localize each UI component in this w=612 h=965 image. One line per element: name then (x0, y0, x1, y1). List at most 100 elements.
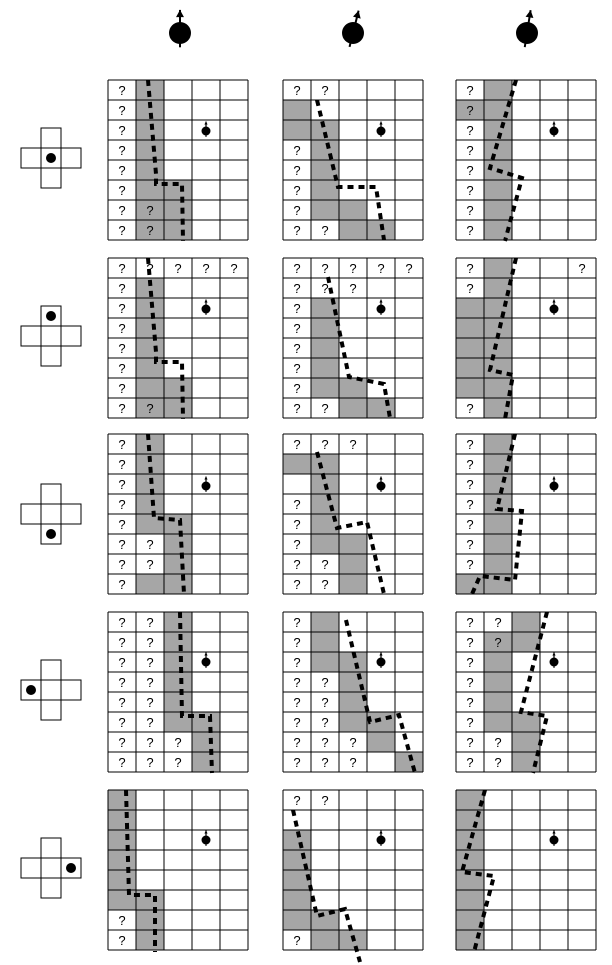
unknown-cell-mark: ? (146, 537, 153, 552)
occupied-cell (136, 120, 164, 140)
unknown-cell-mark: ? (174, 261, 181, 276)
estimated-wall-boundary (146, 79, 185, 242)
occupied-cell (311, 612, 339, 632)
occupied-cell (484, 220, 512, 240)
unknown-cell-mark: ? (293, 381, 300, 396)
unknown-cell-mark: ? (293, 655, 300, 670)
unknown-cell-mark: ? (466, 163, 473, 178)
unknown-cell-mark: ? (349, 735, 356, 750)
occupied-cell (136, 318, 164, 338)
occupied-cell (339, 378, 367, 398)
occupied-cell (484, 434, 512, 454)
occupied-cell (108, 870, 136, 890)
occupied-cell (484, 554, 512, 574)
unknown-cell-mark: ? (293, 401, 300, 416)
unknown-cell-mark: ? (466, 281, 473, 296)
occupied-cell (311, 930, 339, 950)
sensor-dot-icon (46, 311, 56, 321)
occupied-cell (108, 850, 136, 870)
occupied-cell (512, 612, 540, 632)
occupied-cell (484, 514, 512, 534)
unknown-cell-mark: ? (118, 361, 125, 376)
occupied-cell (339, 398, 367, 418)
map-panel-r4-c1: ?????????????????? (107, 611, 249, 774)
robot-position-icon (376, 121, 386, 137)
map-panel-r3-c2: ?????????? (282, 433, 424, 595)
occupied-cell (164, 612, 192, 632)
robot-heading-marker-2 (342, 10, 364, 48)
unknown-cell-mark: ? (118, 321, 125, 336)
occupied-cell (311, 318, 339, 338)
unknown-cell-mark: ? (118, 341, 125, 356)
robot-position-icon (376, 299, 386, 315)
sensor-pattern-icon-1 (20, 127, 82, 189)
unknown-cell-mark: ? (118, 203, 125, 218)
occupied-cell (484, 692, 512, 712)
occupied-cell (484, 140, 512, 160)
unknown-cell-mark: ? (321, 223, 328, 238)
unknown-cell-mark: ? (578, 261, 585, 276)
unknown-cell-mark: ? (118, 381, 125, 396)
unknown-cell-mark: ? (202, 261, 209, 276)
occupied-cell (164, 378, 192, 398)
unknown-cell-mark: ? (321, 735, 328, 750)
unknown-cell-mark: ? (146, 401, 153, 416)
unknown-cell-mark: ? (466, 635, 473, 650)
robot-position-icon (549, 830, 559, 846)
occupied-cell (136, 378, 164, 398)
map-panel-r2-c3: ???? (455, 257, 597, 420)
occupied-cell (283, 120, 311, 140)
unknown-cell-mark: ? (118, 437, 125, 452)
unknown-cell-mark: ? (146, 261, 153, 276)
unknown-cell-mark: ? (146, 635, 153, 650)
unknown-cell-mark: ? (293, 261, 300, 276)
unknown-cell-mark: ? (466, 755, 473, 770)
map-panel-r4-c2: ??????????????? (282, 611, 424, 774)
estimated-wall-boundary (315, 451, 386, 595)
occupied-cell (164, 514, 192, 534)
occupied-cell (164, 398, 192, 418)
unknown-cell-mark: ? (293, 163, 300, 178)
estimated-wall-boundary (487, 257, 518, 420)
robot-heading-markers (169, 9, 538, 48)
unknown-cell-mark: ? (293, 933, 300, 948)
unknown-cell-mark: ? (146, 223, 153, 238)
occupied-cell (339, 652, 367, 672)
unknown-cell-mark: ? (118, 477, 125, 492)
occupied-cell (484, 378, 512, 398)
occupied-cell (164, 692, 192, 712)
occupied-cell (512, 632, 540, 652)
unknown-cell-mark: ? (466, 261, 473, 276)
robot-position-icon (549, 121, 559, 137)
occupied-cell (484, 712, 512, 732)
occupied-cell (136, 514, 164, 534)
occupied-cell (136, 200, 164, 220)
occupied-cell (484, 632, 512, 652)
occupied-cell (311, 474, 339, 494)
unknown-cell-mark: ? (293, 203, 300, 218)
occupied-cell (456, 318, 484, 338)
robot-position-icon (549, 476, 559, 492)
unknown-cell-mark: ? (466, 695, 473, 710)
unknown-cell-mark: ? (293, 675, 300, 690)
occupied-cell (311, 632, 339, 652)
occupied-cell (164, 200, 192, 220)
unknown-cell-mark: ? (146, 615, 153, 630)
unknown-cell-mark: ? (377, 261, 384, 276)
unknown-cell-mark: ? (494, 615, 501, 630)
robot-heading-marker-1 (169, 9, 191, 48)
occupied-cell (164, 534, 192, 554)
sensor-pattern-icons (20, 127, 82, 899)
occupied-cell (456, 100, 484, 120)
occupied-cell (136, 930, 164, 950)
unknown-cell-mark: ? (146, 735, 153, 750)
map-panel-r4-c3: ???????????? (455, 611, 597, 774)
occupied-cell (484, 258, 512, 278)
occupied-cell (311, 514, 339, 534)
unknown-cell-mark: ? (293, 537, 300, 552)
unknown-cell-mark: ? (118, 281, 125, 296)
occupied-cell (283, 100, 311, 120)
occupied-cell (339, 534, 367, 554)
occupied-cell (456, 378, 484, 398)
occupied-cell (136, 890, 164, 910)
